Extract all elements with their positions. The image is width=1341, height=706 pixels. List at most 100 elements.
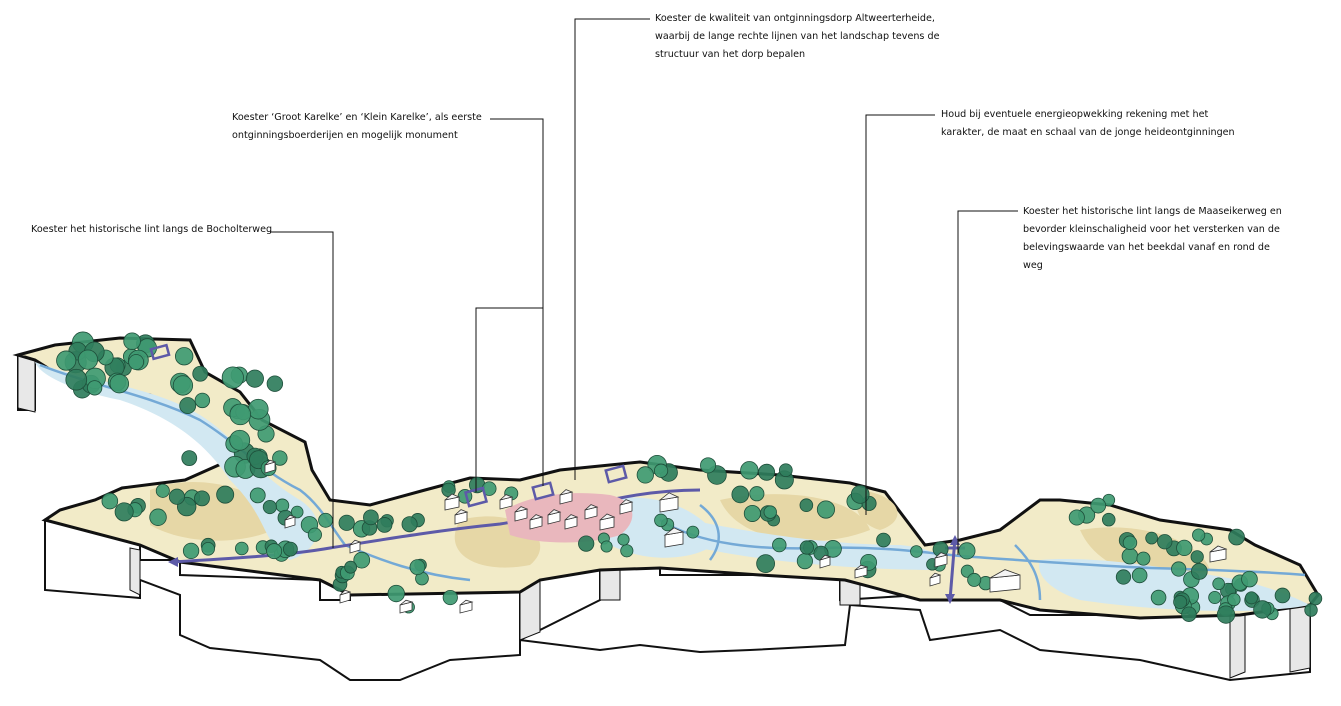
house [547,509,562,525]
tree [749,486,765,502]
tree [653,463,669,478]
house [584,504,599,520]
tree [363,509,379,526]
house [459,599,474,614]
house [564,514,579,530]
tree [1150,589,1167,606]
block-side-shading [17,354,1311,679]
house [399,599,414,614]
tree [772,537,787,553]
note-line: waarbij de lange rechte lijnen van het l… [655,31,940,42]
tree [376,517,393,533]
note-line: Koester ‘Groot Karelke’ en ‘Klein Karelk… [232,112,482,123]
house [349,539,362,554]
note-karelke: Koester ‘Groot Karelke’ en ‘Klein Karelk… [232,109,482,145]
note-line: Houd bij eventuele energieopwekking reke… [941,109,1209,120]
tree [101,492,119,510]
tree [234,541,249,556]
tree [77,349,99,370]
tree [192,365,209,382]
note-energie: Houd bij eventuele energieopwekking reke… [941,106,1235,142]
tree [353,551,371,569]
house [264,459,277,474]
tree [114,502,134,522]
note-line: Koester het historische lint langs de Bo… [31,224,273,235]
house [499,494,514,510]
tree [262,499,277,515]
tree [442,589,458,606]
note-line: belevingswaarde van het beekdal vanaf en… [1023,242,1270,253]
tree [1136,551,1151,566]
tree [174,347,194,366]
house [929,572,942,587]
tree [799,498,814,513]
tree [1157,534,1173,550]
house [663,527,685,548]
tree [201,541,215,556]
tree [1190,550,1204,564]
tree [1253,600,1272,619]
tree [221,366,244,389]
tree [1274,587,1291,604]
tree [1176,539,1193,557]
tree [194,392,211,409]
tree [128,354,145,370]
tree [796,553,813,570]
house [559,489,574,505]
tree [290,505,304,519]
tree [401,516,418,533]
tree [799,540,814,555]
note-bocholterweg: Koester het historische lint langs de Bo… [31,221,272,239]
house [934,552,949,568]
tree [318,512,334,528]
house [819,554,832,569]
tree [967,572,982,587]
house [599,513,616,531]
tree [763,505,777,519]
tree [216,485,235,504]
note-line: karakter, de maat en schaal van de jonge… [941,127,1235,138]
tree [636,466,654,484]
house [989,569,1021,593]
tree [958,542,976,560]
tree [249,487,266,504]
tree [272,450,288,466]
tree [182,542,200,560]
tree [181,450,198,467]
tree [816,500,835,519]
tree [617,533,630,546]
tree [876,532,891,548]
tree [155,483,170,498]
note-line: ontginningsboerderijen en mogelijk monum… [232,130,458,141]
house [1209,545,1228,563]
house [514,506,529,522]
tree [740,461,759,480]
house [619,499,634,515]
tree [229,429,251,451]
house [529,514,544,530]
tree [1228,528,1245,546]
tree [1227,592,1241,607]
tree [282,541,298,557]
tree [179,397,197,414]
tree [778,463,793,478]
tree [56,350,77,371]
tree [266,543,283,560]
note-maaseikerweg: Koester het historische lint langs de Ma… [1023,203,1282,275]
tree [578,535,595,552]
note-line: Koester de kwaliteit van ontginningsdorp… [655,13,935,24]
tree [1171,561,1187,577]
tree [1145,531,1158,545]
tree [387,584,405,603]
tree [307,527,322,542]
tree [1212,577,1225,591]
tree [247,398,269,420]
tree [1245,591,1258,605]
tree [1190,563,1208,580]
leader-lines [270,18,1018,555]
tree [409,559,426,576]
monument-outlines [149,343,628,508]
tree [1101,512,1116,527]
tree [109,373,130,394]
